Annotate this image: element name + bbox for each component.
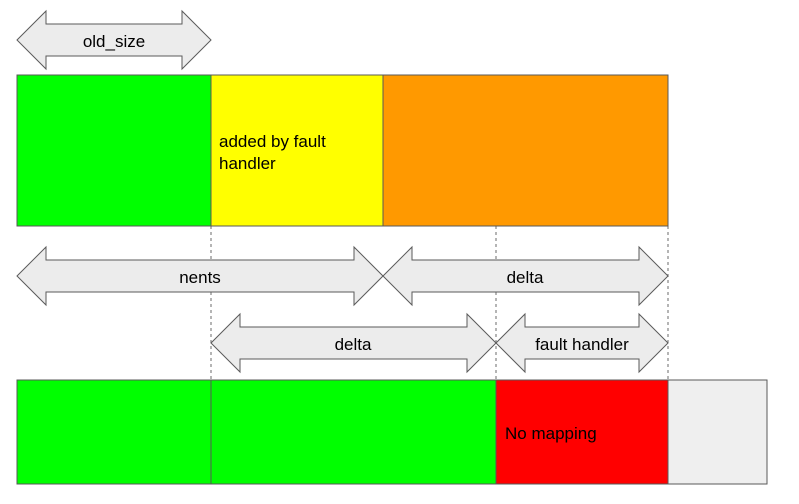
top-orange-block	[382, 74, 669, 227]
top-green-block	[16, 74, 212, 227]
delta-top-label: delta	[507, 268, 544, 287]
yellow-block-label-line2: handler	[219, 154, 276, 173]
nents-arrow: nents	[16, 245, 384, 307]
yellow-block-label-line1: added by fault	[219, 132, 326, 151]
delta-arrow-top: delta	[382, 245, 669, 307]
top-yellow-block	[210, 74, 384, 227]
nents-label: nents	[179, 268, 221, 287]
old-size-label: old_size	[83, 32, 145, 51]
bottom-memory-row: No mapping	[16, 379, 768, 485]
top-memory-row: added by fault handler	[16, 74, 669, 227]
fault-handler-label: fault handler	[535, 335, 629, 354]
delta-arrow-bottom: delta	[210, 312, 497, 374]
bottom-red-block	[495, 379, 669, 485]
bottom-green-block-left	[16, 379, 212, 485]
delta-bottom-label: delta	[335, 335, 372, 354]
fault-handler-arrow: fault handler	[495, 312, 669, 374]
old-size-arrow: old_size	[16, 9, 212, 71]
bottom-green-block-right	[210, 379, 497, 485]
bottom-gray-block	[667, 379, 768, 485]
no-mapping-label: No mapping	[505, 424, 597, 443]
